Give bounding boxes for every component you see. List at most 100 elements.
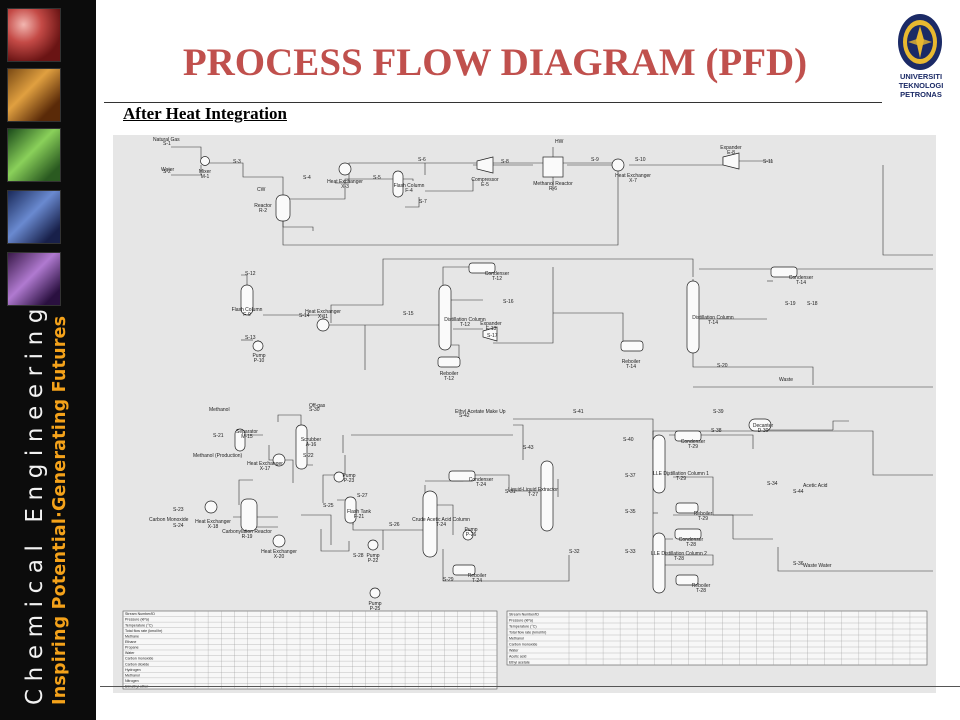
carbonylation-reactor-r19-shape xyxy=(240,498,258,532)
equipment-tag-hx3: X-3 xyxy=(341,184,349,190)
equipment-name-reb24: Reboiler xyxy=(468,573,487,579)
equipment-tag-methreac: R-6 xyxy=(549,186,557,192)
title-divider xyxy=(104,102,882,103)
stream-tag-s-24: S-24 xyxy=(173,523,184,529)
equipment-name-reb14: Reboiler xyxy=(622,359,641,365)
heat-exchanger-x3-shape xyxy=(338,162,352,176)
equipment-tag-pump25: P-25 xyxy=(370,606,381,612)
equipment-tag-exp8: E-8 xyxy=(727,150,735,156)
equipment-name-cond24: Condenser xyxy=(469,477,494,483)
stream-tag-s-23: S-23 xyxy=(173,507,184,513)
reboiler-t14-shape xyxy=(620,340,644,352)
stream-tag-s-30: S-30 xyxy=(309,407,320,413)
flash-tank-f21-shape xyxy=(344,496,357,524)
reactor-r2-shape xyxy=(275,194,291,222)
equipment-name-pump22: Pump xyxy=(366,553,379,559)
equipment-name-reb29: Reboiler xyxy=(694,511,713,517)
mixer-m1-shape xyxy=(200,156,210,166)
stream-tag-s-5: S-5 xyxy=(373,175,381,181)
stream-tag-s-6: S-6 xyxy=(418,157,426,163)
table-left-row-header-1: Pressure (kPa) xyxy=(125,618,149,622)
equipment-name-hx11: Heat Exchanger xyxy=(305,309,341,315)
scrubber-a16-shape xyxy=(295,424,308,470)
lle-distillation-column-t29-shape xyxy=(652,434,666,494)
table-right-row-header-3: Total flow rate (kmol/hr) xyxy=(509,631,546,635)
equipment-tag-lle27: T-27 xyxy=(528,492,538,498)
stream-tag-s-22: S-22 xyxy=(303,453,314,459)
equipment-name-dist14: Distillation Column xyxy=(692,315,734,321)
table-right-row-header-8: Ethyl acetate xyxy=(509,661,530,665)
page-title: PROCESS FLOW DIAGRAM (PFD) xyxy=(182,41,808,84)
stream-tag-s-42: S-42 xyxy=(459,413,470,419)
pump-p10-shape xyxy=(252,340,264,352)
logo-line-1: UNIVERSITI xyxy=(899,72,943,81)
equipment-name-reactor: Reactor xyxy=(254,203,272,209)
feed-label-offgas: Off-gas xyxy=(309,403,326,409)
heat-exchanger-x17-shape xyxy=(272,453,286,467)
equipment-tag-dist12: T-12 xyxy=(460,322,470,328)
equipment-tag-reb28: T-28 xyxy=(696,588,706,594)
equipment-tag-reb24: T-24 xyxy=(472,578,482,584)
sidebar-photo-lab-equipment xyxy=(7,68,61,122)
flash-column-f9-shape xyxy=(240,284,254,316)
separator-m15-shape xyxy=(234,428,246,452)
equipment-tag-dec30: D-30 xyxy=(758,428,769,434)
feed-label-carbon-monoxide: Carbon Monoxide xyxy=(149,517,189,523)
stream-tag-s-18: S-18 xyxy=(807,301,818,307)
stream-tag-s-34: S-34 xyxy=(767,481,778,487)
heat-exchanger-x7-shape xyxy=(611,158,625,172)
equipment-name-lle27: Liquid-Liquid Extractor xyxy=(508,487,558,493)
stream-tag-s-3: S-3 xyxy=(233,159,241,165)
lle-distillation-column-t28-shape xyxy=(652,532,666,594)
equipment-name-methreac: Methanol Reactor xyxy=(533,181,573,187)
stream-tag-s-7: S-7 xyxy=(419,199,427,205)
equipment-name-cond14: Condenser xyxy=(789,275,814,281)
feed-label-hw: HW xyxy=(555,139,564,145)
stream-tag-s-19: S-19 xyxy=(785,301,796,307)
page-subtitle: After Heat Integration xyxy=(123,104,287,123)
decanter-d30-shape xyxy=(748,418,772,432)
feed-label-ethyl-acetate-makeup: Ethyl Acetate Make Up xyxy=(455,409,506,415)
equipment-name-flash21: Flash Tank xyxy=(347,509,372,515)
stream-tag-s-32: S-32 xyxy=(569,549,580,555)
equipment-tag-cond14: T-14 xyxy=(796,280,806,286)
equipment-name-comp5: Compressor xyxy=(471,177,499,183)
equipment-name-sep15: Separator xyxy=(236,429,258,435)
equipment-tag-hx18: X-18 xyxy=(208,524,219,530)
equipment-tag-scrub16: A-16 xyxy=(306,442,317,448)
stream-tag-s-20: S-20 xyxy=(717,363,728,369)
university-logo-text: UNIVERSITI TEKNOLOGI PETRONAS xyxy=(885,72,957,99)
equipment-tag-reactor: R-2 xyxy=(259,208,267,214)
feed-label-water: Water xyxy=(161,167,174,173)
equipment-name-flash4: Flash Column xyxy=(394,183,425,189)
compressor-e5-shape xyxy=(476,156,494,174)
equipment-tag-flash4: F-4 xyxy=(405,188,413,194)
expander-e13-shape xyxy=(482,326,498,342)
stream-tag-s-35: S-35 xyxy=(625,509,636,515)
equipment-name-exp13: Expander xyxy=(480,321,502,327)
distillation-column-t12-shape xyxy=(438,284,452,351)
equipment-tag-flash9: F-9 xyxy=(243,312,251,318)
stream-tag-s-38: S-38 xyxy=(711,428,722,434)
stream-tag-s-43: S-43 xyxy=(523,445,534,451)
feed-label-natural-gas: Natural Gas xyxy=(153,137,180,143)
table-left-row-header-10: Hydrogen xyxy=(125,668,141,672)
equipment-name-crude24: Crude Acetic Acid Column xyxy=(412,517,470,523)
equipment-name-dist12: Distillation Column xyxy=(444,317,486,323)
pump-p26-shape xyxy=(462,529,474,541)
logo-line-2: TEKNOLOGI xyxy=(898,81,944,90)
condenser-t12-shape xyxy=(468,262,496,274)
equipment-tag-reb12: T-12 xyxy=(444,376,454,382)
feed-label-waste-water: Waste Water xyxy=(803,563,832,569)
equipment-name-scrub16: Scrubber xyxy=(301,437,322,443)
table-right-row-header-4: Methanol xyxy=(509,637,524,641)
table-left-row-header-9: Carbon dioxide xyxy=(125,662,149,666)
equipment-name-cond12: Condenser xyxy=(485,271,510,277)
crude-acetic-acid-column-t24-shape xyxy=(422,490,438,558)
university-logo-icon xyxy=(898,14,942,70)
stream-tag-s-1: S-1 xyxy=(163,141,171,147)
distillation-column-t14-shape xyxy=(686,280,700,354)
